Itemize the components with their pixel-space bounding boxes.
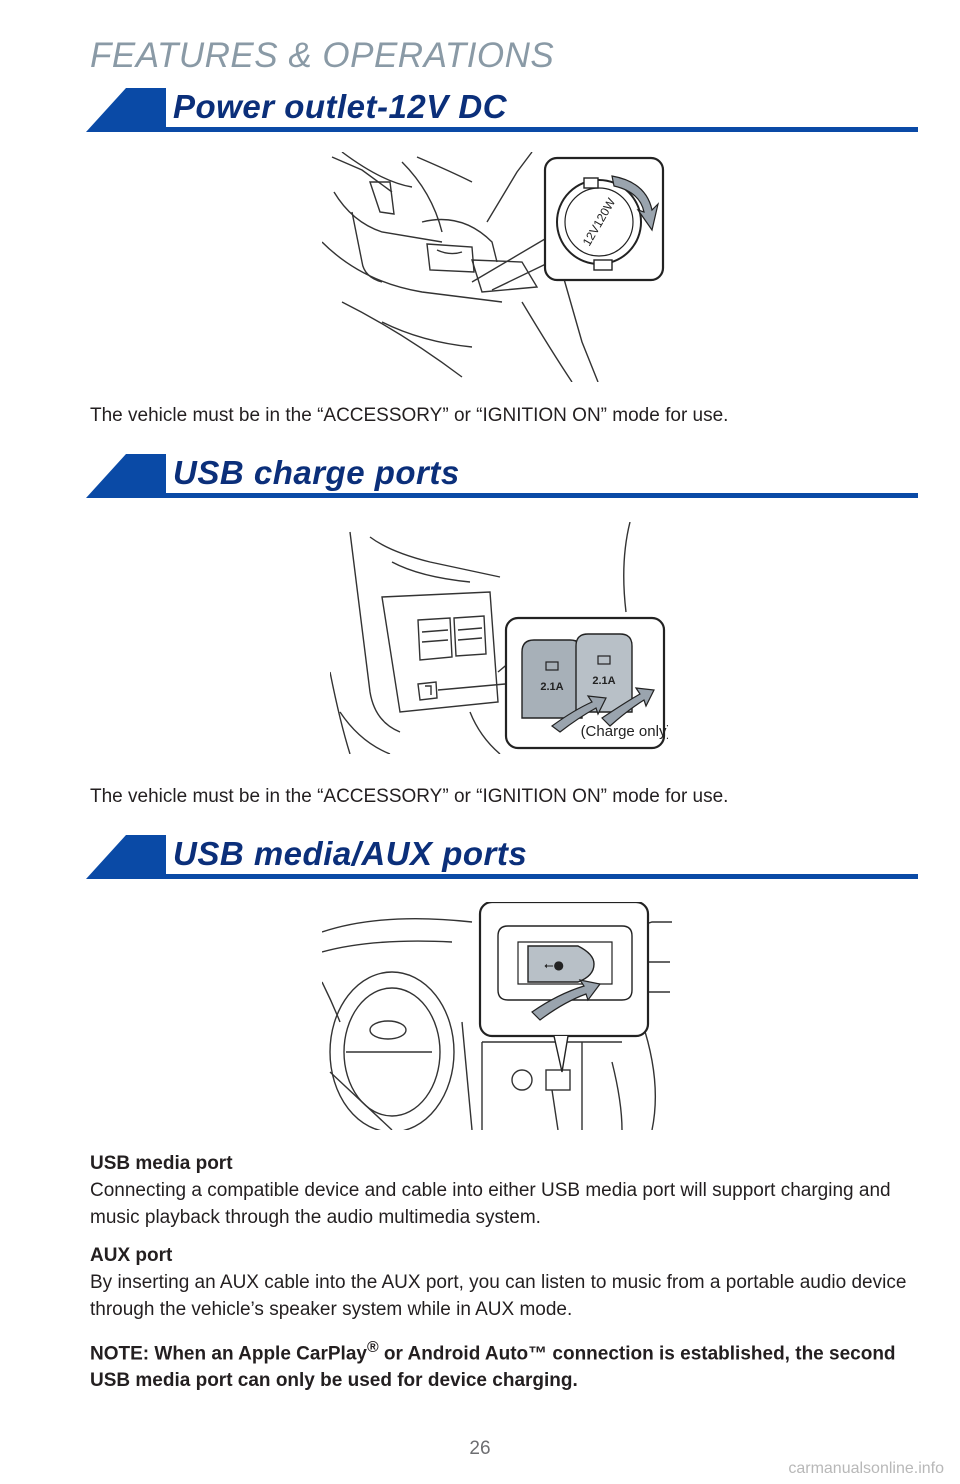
port-rating-left: 2.1A bbox=[540, 681, 563, 693]
watermark: carmanualsonline.info bbox=[788, 1460, 944, 1477]
charge-only-label: (Charge only) bbox=[581, 723, 668, 740]
usb-media-text: Connecting a compatible device and cable… bbox=[90, 1180, 891, 1228]
section-header-power-outlet: Power outlet-12V DC bbox=[86, 86, 918, 132]
note-paragraph: NOTE: When an Apple CarPlay® or Android … bbox=[90, 1334, 910, 1394]
usb-charge-caption: The vehicle must be in the “ACCESSORY” o… bbox=[90, 786, 729, 807]
port-rating-right: 2.1A bbox=[592, 675, 615, 687]
note-text-2: or Android Auto™ connection is establish… bbox=[90, 1343, 896, 1392]
note-text-1: NOTE: When an Apple CarPlay bbox=[90, 1343, 367, 1365]
usb-media-paragraph: USB media port Connecting a compatible d… bbox=[90, 1150, 910, 1231]
aux-heading: AUX port bbox=[90, 1245, 173, 1266]
page-number: 26 bbox=[469, 1438, 491, 1459]
section-title: Power outlet-12V DC bbox=[173, 88, 508, 125]
section-rule bbox=[146, 127, 918, 132]
section-rule bbox=[146, 493, 918, 498]
usb-charge-illustration: 2.1A 2.1A (Charge only) bbox=[330, 522, 668, 754]
section-tab-shape bbox=[86, 454, 166, 498]
usb-aux-description: USB media port Connecting a compatible d… bbox=[90, 1150, 910, 1405]
section-title: USB media/AUX ports bbox=[173, 835, 528, 872]
section-tab-shape bbox=[86, 88, 166, 132]
usb-media-heading: USB media port bbox=[90, 1153, 233, 1174]
usb-media-aux-illustration: ⭠● bbox=[322, 902, 672, 1130]
usb-symbol-icon: ⭠● bbox=[544, 958, 564, 972]
section-header-usb-media-aux: USB media/AUX ports bbox=[86, 833, 918, 879]
power-outlet-illustration: 12V120W bbox=[322, 152, 665, 382]
section-header-usb-charge: USB charge ports bbox=[86, 452, 918, 498]
section-rule bbox=[146, 874, 918, 879]
section-tab-shape bbox=[86, 835, 166, 879]
power-outlet-caption: The vehicle must be in the “ACCESSORY” o… bbox=[90, 405, 729, 426]
aux-paragraph: AUX port By inserting an AUX cable into … bbox=[90, 1242, 910, 1323]
registered-mark: ® bbox=[366, 1339, 379, 1356]
section-title: USB charge ports bbox=[173, 454, 460, 491]
aux-text: By inserting an AUX cable into the AUX p… bbox=[90, 1272, 907, 1320]
page-kicker: FEATURES & OPERATIONS bbox=[90, 36, 555, 75]
